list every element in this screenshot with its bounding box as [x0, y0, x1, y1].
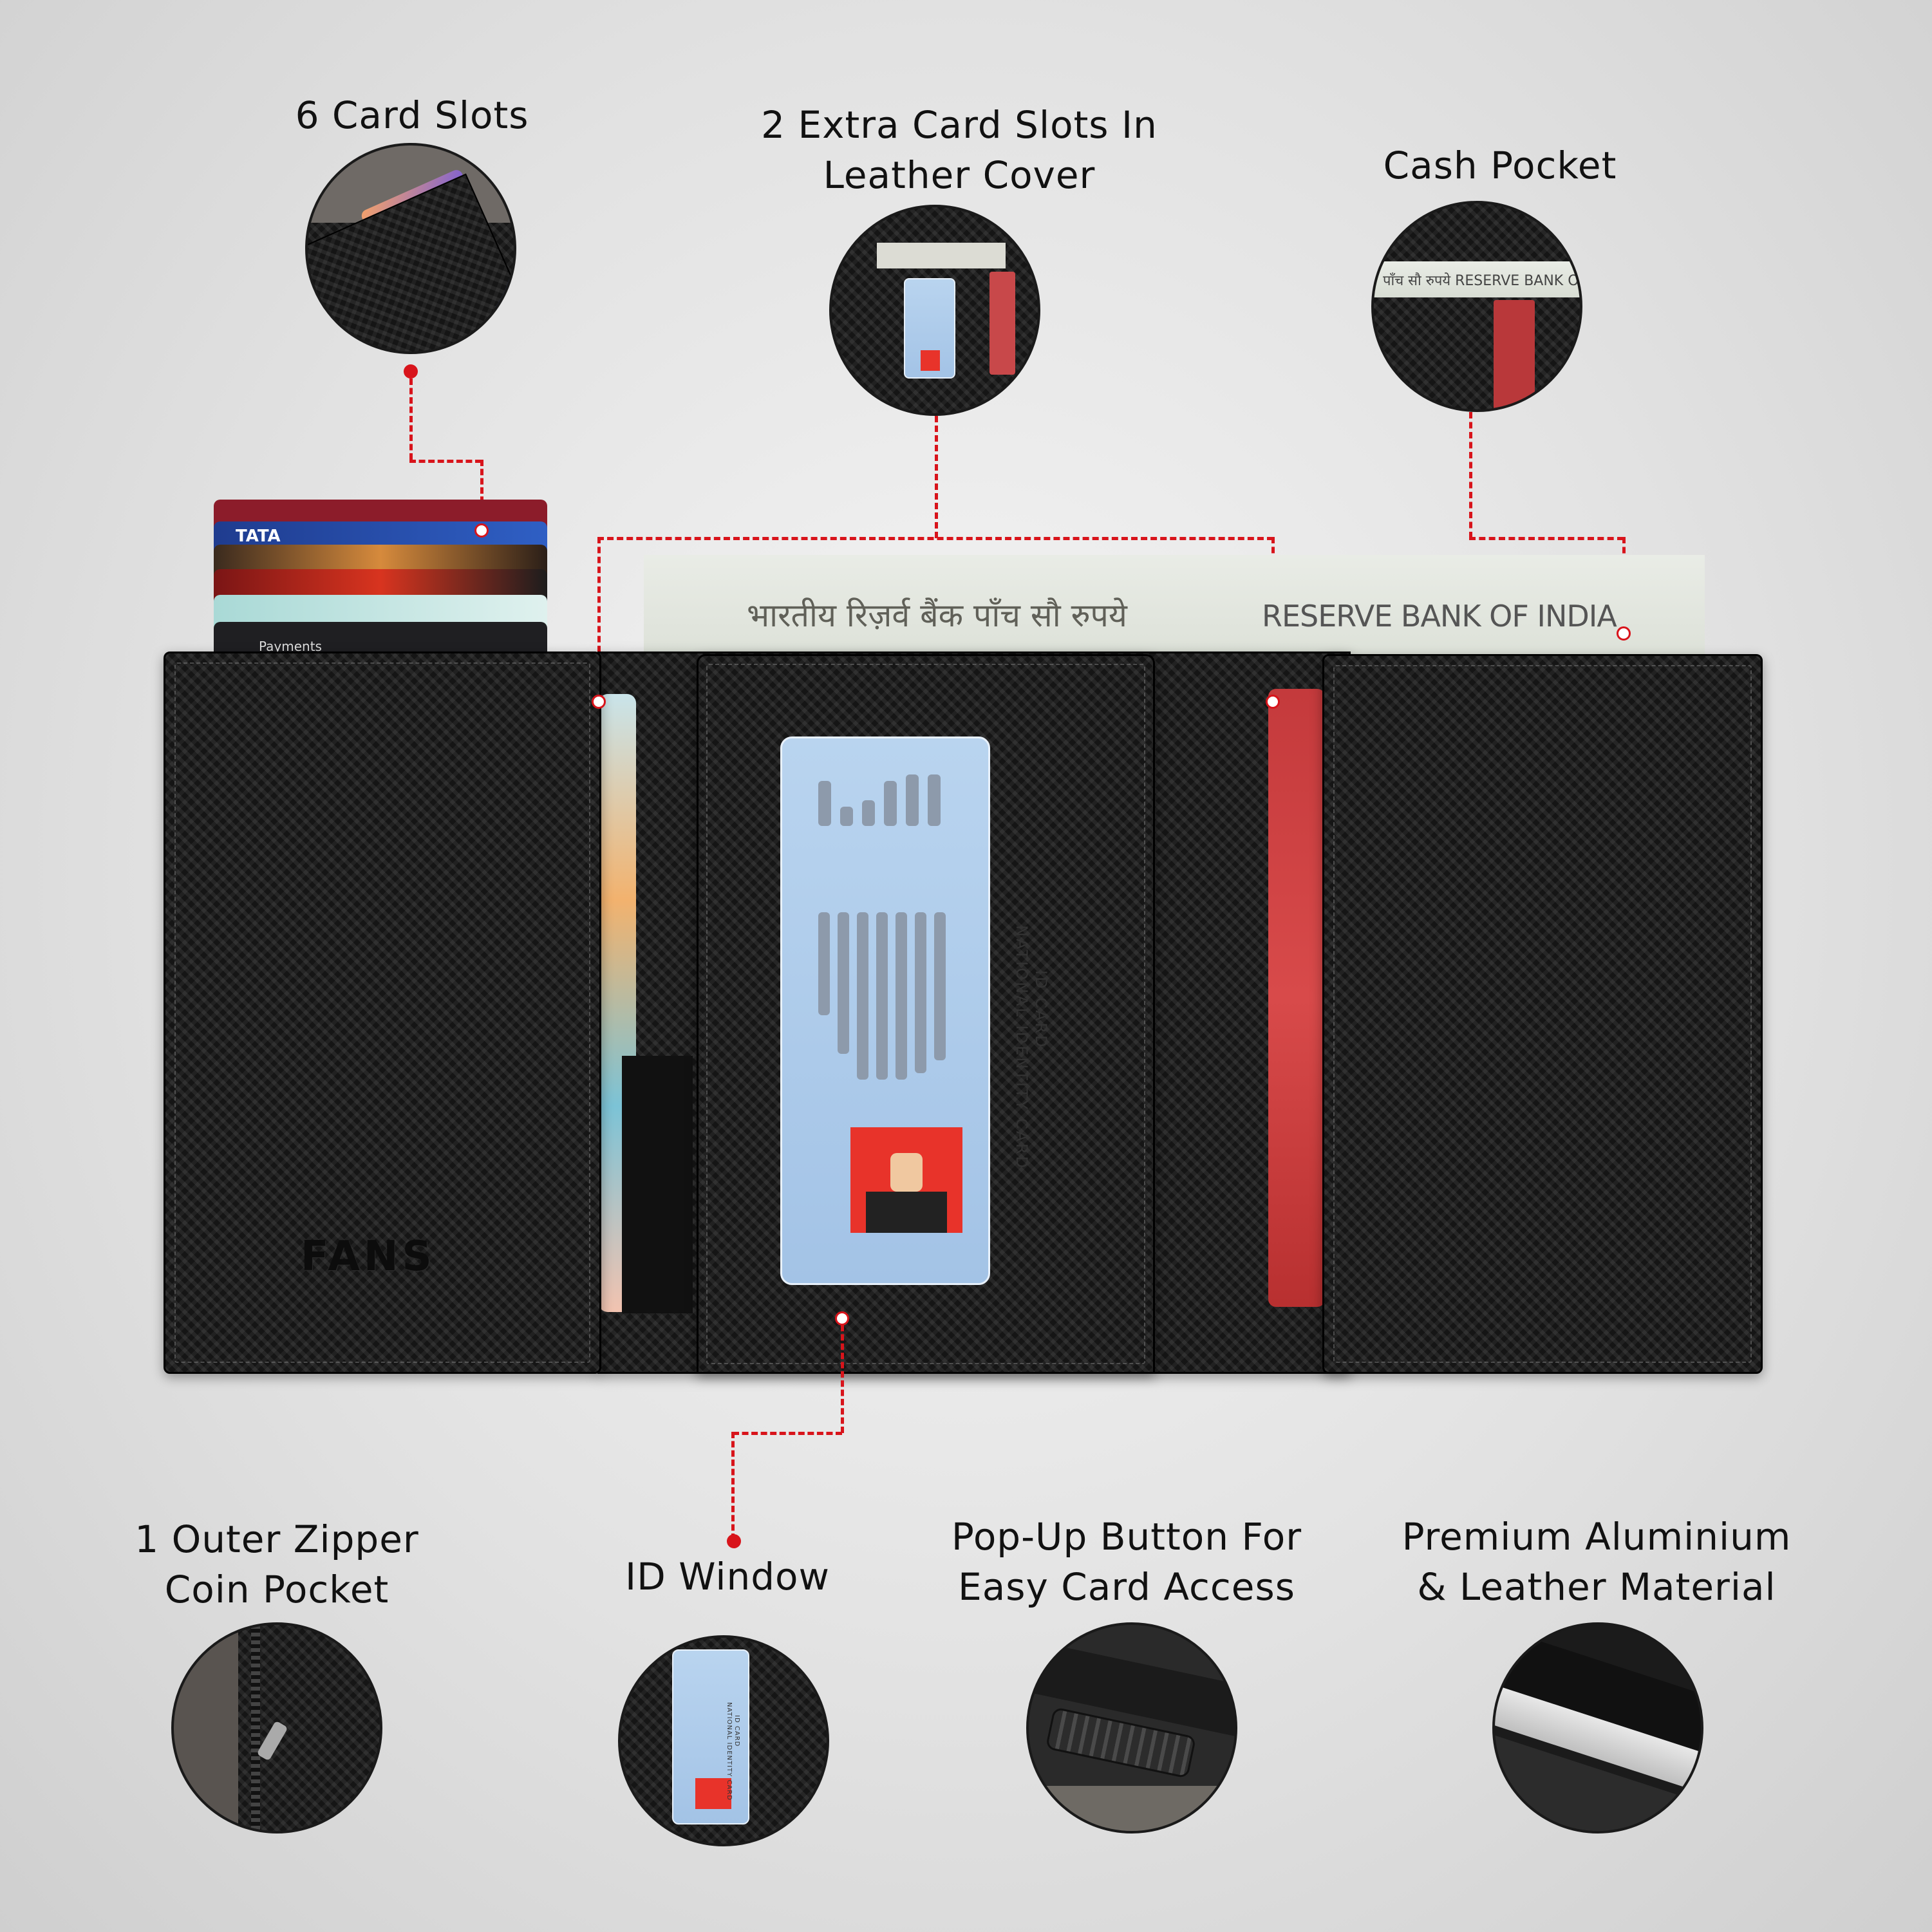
- mesh-pocket: [622, 1056, 693, 1313]
- id-bar: [928, 774, 941, 826]
- zoom-id-card-title: ID CARD: [733, 1715, 740, 1747]
- leader-card-slots-h: [409, 460, 482, 463]
- zoom-id-card-small: [904, 278, 955, 379]
- leader-dot-id-window-bottom: [727, 1534, 741, 1548]
- leader-id-v2: [731, 1432, 735, 1540]
- id-bar: [915, 912, 926, 1073]
- embossed-logo: FANS: [301, 1233, 436, 1280]
- id-panel-stitch: [706, 664, 1145, 1364]
- label-extra-card-slots: 2 Extra Card Slots In Leather Cover: [761, 103, 1158, 197]
- zoom-cash-red-card: [1494, 300, 1535, 409]
- leader-extra-v-top: [935, 416, 938, 538]
- label-popup-button: Pop-Up Button For Easy Card Access: [951, 1515, 1302, 1609]
- label-id-window: ID Window: [625, 1555, 830, 1599]
- zoom-id-card-subtitle: NATIONAL IDENTITY CARD: [726, 1702, 733, 1801]
- id-bar: [818, 912, 830, 1015]
- zoom-extra-card-slots: [829, 205, 1040, 416]
- label-cash-pocket: Cash Pocket: [1383, 144, 1617, 187]
- leader-id-v1: [841, 1325, 844, 1433]
- zoom-material: [1492, 1622, 1703, 1834]
- leader-dot-cash: [1617, 626, 1631, 641]
- zoom-id-card-photo: [695, 1778, 731, 1809]
- card-brand-text: TATA: [236, 527, 281, 546]
- zoom-id-photo: [921, 350, 940, 371]
- wallet-left-panel: FANS: [164, 652, 601, 1374]
- leader-dot-card-slots-top: [404, 364, 418, 379]
- zipper-pull-icon: [256, 1720, 288, 1761]
- banknote-hindi-text: भारतीय रिज़र्व बैंक पाँच सौ रुपये: [747, 597, 1127, 634]
- zoom-card-slots: [305, 143, 516, 354]
- id-bar: [906, 774, 919, 826]
- zoom-red-card: [989, 272, 1015, 375]
- banknote-english-text: RESERVE BANK OF INDIA: [1262, 599, 1617, 633]
- zoom-cash-pocket: पाँच सौ रुपये RESERVE BANK OF: [1371, 201, 1582, 412]
- leader-extra-v-left: [597, 537, 601, 702]
- leader-dot-card-slots: [474, 523, 489, 538]
- id-bar: [818, 781, 831, 826]
- label-material: Premium Aluminium & Leather Material: [1402, 1515, 1792, 1609]
- zoom-id-card: [672, 1649, 749, 1824]
- left-panel-stitch: [174, 662, 590, 1363]
- leader-dot-extra-left: [592, 695, 606, 709]
- id-photo-suit: [866, 1192, 947, 1233]
- zoom-popup-button: [1026, 1622, 1237, 1834]
- id-photo-face: [890, 1153, 923, 1192]
- zoom-note-edge: [877, 243, 1006, 268]
- zipper-teeth: [251, 1625, 260, 1831]
- zoom-zipper-bg: [174, 1625, 238, 1831]
- id-bar: [896, 912, 907, 1080]
- label-zipper-pocket: 1 Outer Zipper Coin Pocket: [135, 1517, 419, 1611]
- zoom-zipper-pocket: [171, 1622, 382, 1834]
- zoom-cash-note-text: पाँच सौ रुपये RESERVE BANK OF: [1383, 273, 1582, 289]
- label-card-slots: 6 Card Slots: [295, 93, 529, 137]
- zoom-cash-note: [1374, 261, 1580, 297]
- leader-card-slots-v1: [409, 379, 413, 460]
- leader-dot-extra-right: [1266, 695, 1280, 709]
- right-pocket-card: [1268, 689, 1325, 1307]
- zoom-popup-base: [1029, 1786, 1235, 1831]
- id-bar: [838, 912, 849, 1054]
- id-bar: [840, 807, 853, 826]
- leader-cash-h: [1469, 537, 1624, 540]
- zoom-id-window: ID CARD NATIONAL IDENTITY CARD: [618, 1635, 829, 1846]
- leader-cash-v1: [1469, 412, 1472, 538]
- id-bar: [857, 912, 868, 1080]
- id-card[interactable]: ID CARD NATIONAL IDENTITY CARD: [780, 736, 1050, 1285]
- id-card-subtitle: NATIONAL IDENTITY CARD: [1013, 925, 1031, 1170]
- id-bar: [934, 912, 946, 1060]
- id-bar: [884, 781, 897, 826]
- id-bar: [876, 912, 888, 1080]
- id-card-title: ID CARD: [1032, 970, 1050, 1049]
- id-bar: [862, 800, 875, 826]
- leader-dot-id-window: [835, 1311, 849, 1326]
- leader-id-h: [733, 1432, 842, 1435]
- id-photo: [850, 1127, 962, 1233]
- leader-card-slots-v2: [480, 460, 483, 530]
- right-panel-stitch: [1333, 665, 1752, 1363]
- wallet-right-panel: [1322, 654, 1763, 1374]
- leader-extra-h: [597, 537, 1273, 540]
